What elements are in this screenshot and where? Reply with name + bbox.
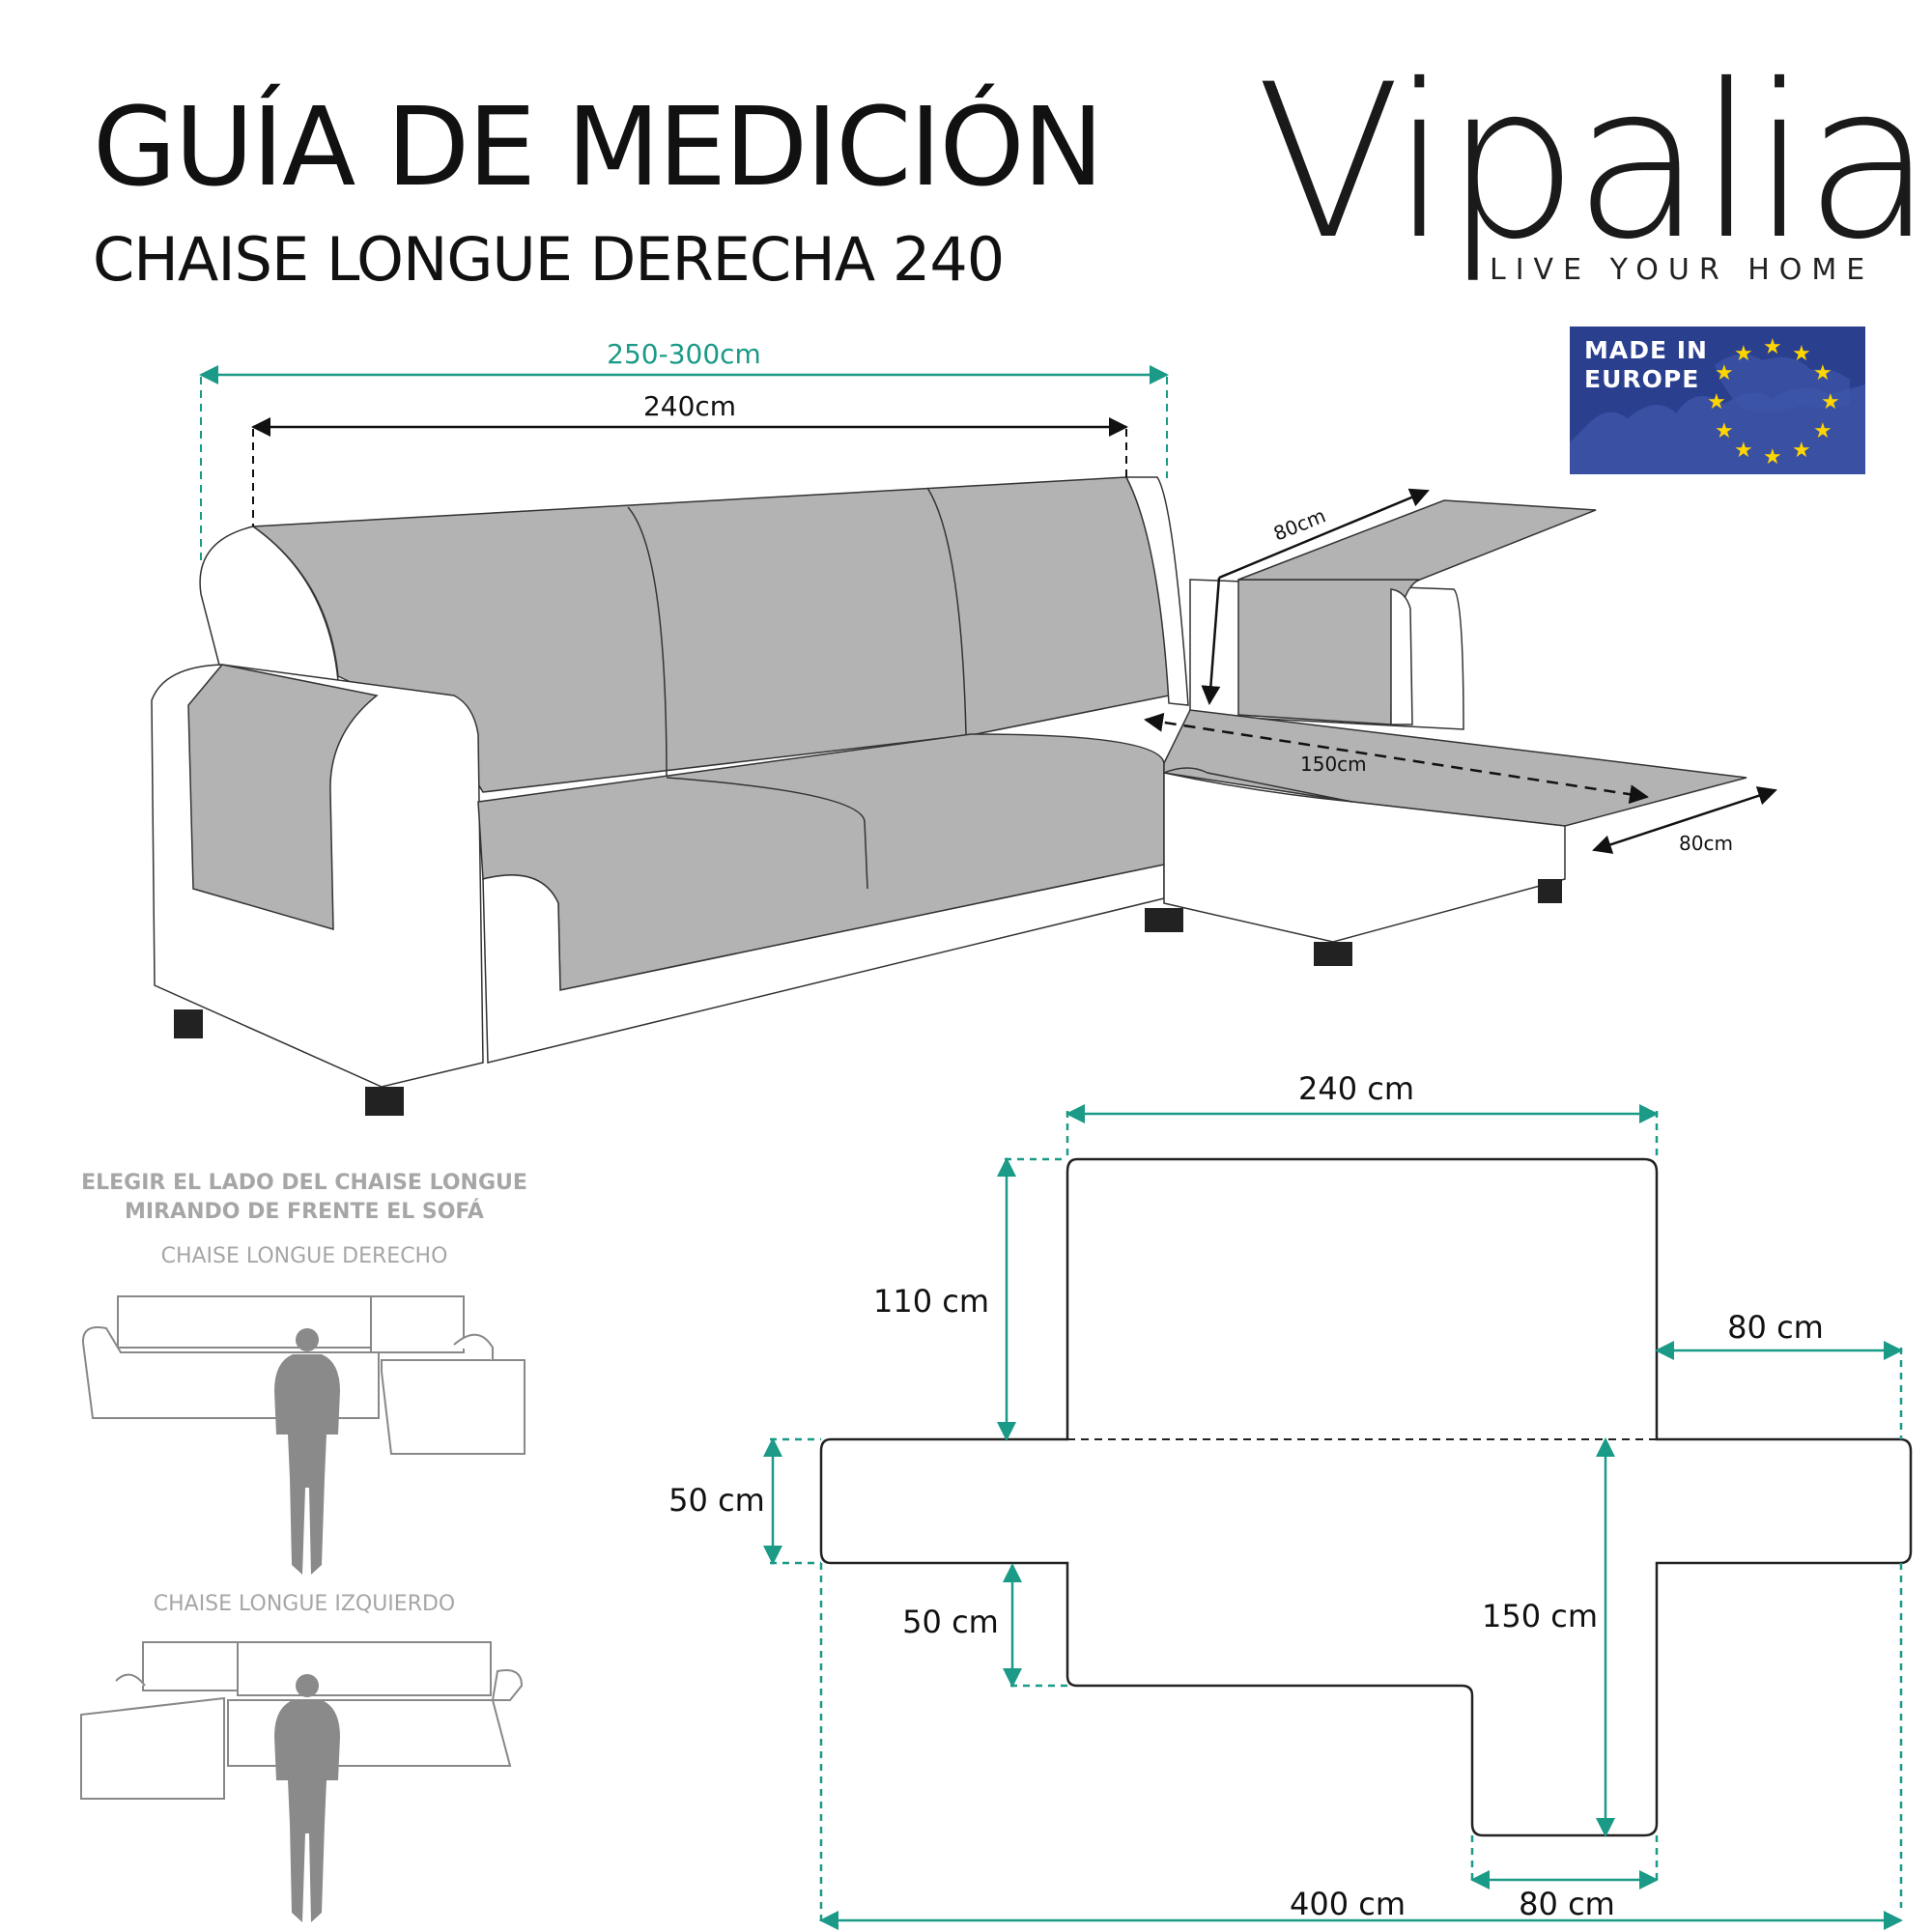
svg-text:★: ★ <box>1734 342 1753 366</box>
chaise-foot <box>1538 879 1562 903</box>
dimension-back-depth <box>1201 488 1430 705</box>
label-right-chaise: CHAISE LONGUE DERECHO <box>160 1244 448 1268</box>
label-chaise-width: 80cm <box>1679 832 1733 855</box>
label-width: 240cm <box>643 390 736 422</box>
sofa-foot <box>365 1087 404 1116</box>
label-chaise-width-pattern: 80 cm <box>1519 1886 1615 1922</box>
label-back-depth: 80cm <box>1270 503 1329 545</box>
made-in-europe-badge: ★ ★ ★ ★ ★ ★ ★ ★ ★ ★ ★ ★ <box>1570 327 1865 474</box>
eu-stars-icon: ★ ★ ★ ★ ★ ★ ★ ★ ★ ★ ★ ★ <box>1707 335 1840 469</box>
svg-text:★: ★ <box>1813 419 1833 443</box>
chaise-foot <box>1314 942 1352 966</box>
svg-text:★: ★ <box>1792 342 1811 366</box>
sofa-foot <box>174 1009 203 1038</box>
svg-text:★: ★ <box>1763 445 1782 469</box>
label-top-width: 240 cm <box>1298 1070 1414 1107</box>
page-subtitle: CHAISE LONGUE DERECHA 240 <box>93 224 1005 295</box>
badge-line-1: MADE IN <box>1584 336 1708 364</box>
label-chaise-length-pattern: 150 cm <box>1482 1598 1598 1634</box>
svg-text:★: ★ <box>1821 390 1840 414</box>
svg-text:★: ★ <box>1715 419 1734 443</box>
person-icon <box>274 1328 340 1575</box>
label-arm-width: 80 cm <box>1727 1309 1824 1346</box>
sofa-foot <box>1145 908 1183 932</box>
dimension-chaise-width <box>1592 786 1777 854</box>
svg-text:★: ★ <box>1734 439 1753 463</box>
chaise-overhang <box>1237 499 1597 581</box>
svg-text:★: ★ <box>1792 439 1811 463</box>
arm-cover <box>187 664 379 931</box>
label-back-height: 110 cm <box>873 1283 989 1320</box>
instruction-line-2: MIRANDO DE FRENTE EL SOFÁ <box>125 1200 484 1224</box>
person-icon <box>274 1674 340 1922</box>
cover-pattern <box>819 1157 1913 1837</box>
instruction-line-1: ELEGIR EL LADO DEL CHAISE LONGUE <box>81 1171 527 1195</box>
brand-logo: Vipalia <box>1256 39 1932 286</box>
chaise-arm <box>1390 588 1413 725</box>
svg-text:★: ★ <box>1763 335 1782 359</box>
dimension-range <box>199 365 1169 565</box>
label-left-chaise: CHAISE LONGUE IZQUIERDO <box>153 1592 456 1616</box>
badge-line-2: EUROPE <box>1584 365 1700 393</box>
brand-tagline: LIVE YOUR HOME <box>1490 253 1875 287</box>
label-chaise-length: 150cm <box>1300 753 1367 776</box>
svg-text:★: ★ <box>1707 390 1726 414</box>
dimension-width <box>251 417 1128 526</box>
svg-text:★: ★ <box>1715 361 1734 385</box>
label-total-width: 400 cm <box>1290 1886 1406 1922</box>
svg-text:★: ★ <box>1813 361 1833 385</box>
label-range: 250-300cm <box>607 338 761 370</box>
label-arm-height: 50 cm <box>668 1482 765 1519</box>
page-title: GUÍA DE MEDICIÓN <box>93 85 1103 211</box>
sofa-illustration <box>151 476 1747 1116</box>
label-seat-front: 50 cm <box>902 1604 999 1640</box>
dimension-chaise-length <box>1144 712 1649 805</box>
